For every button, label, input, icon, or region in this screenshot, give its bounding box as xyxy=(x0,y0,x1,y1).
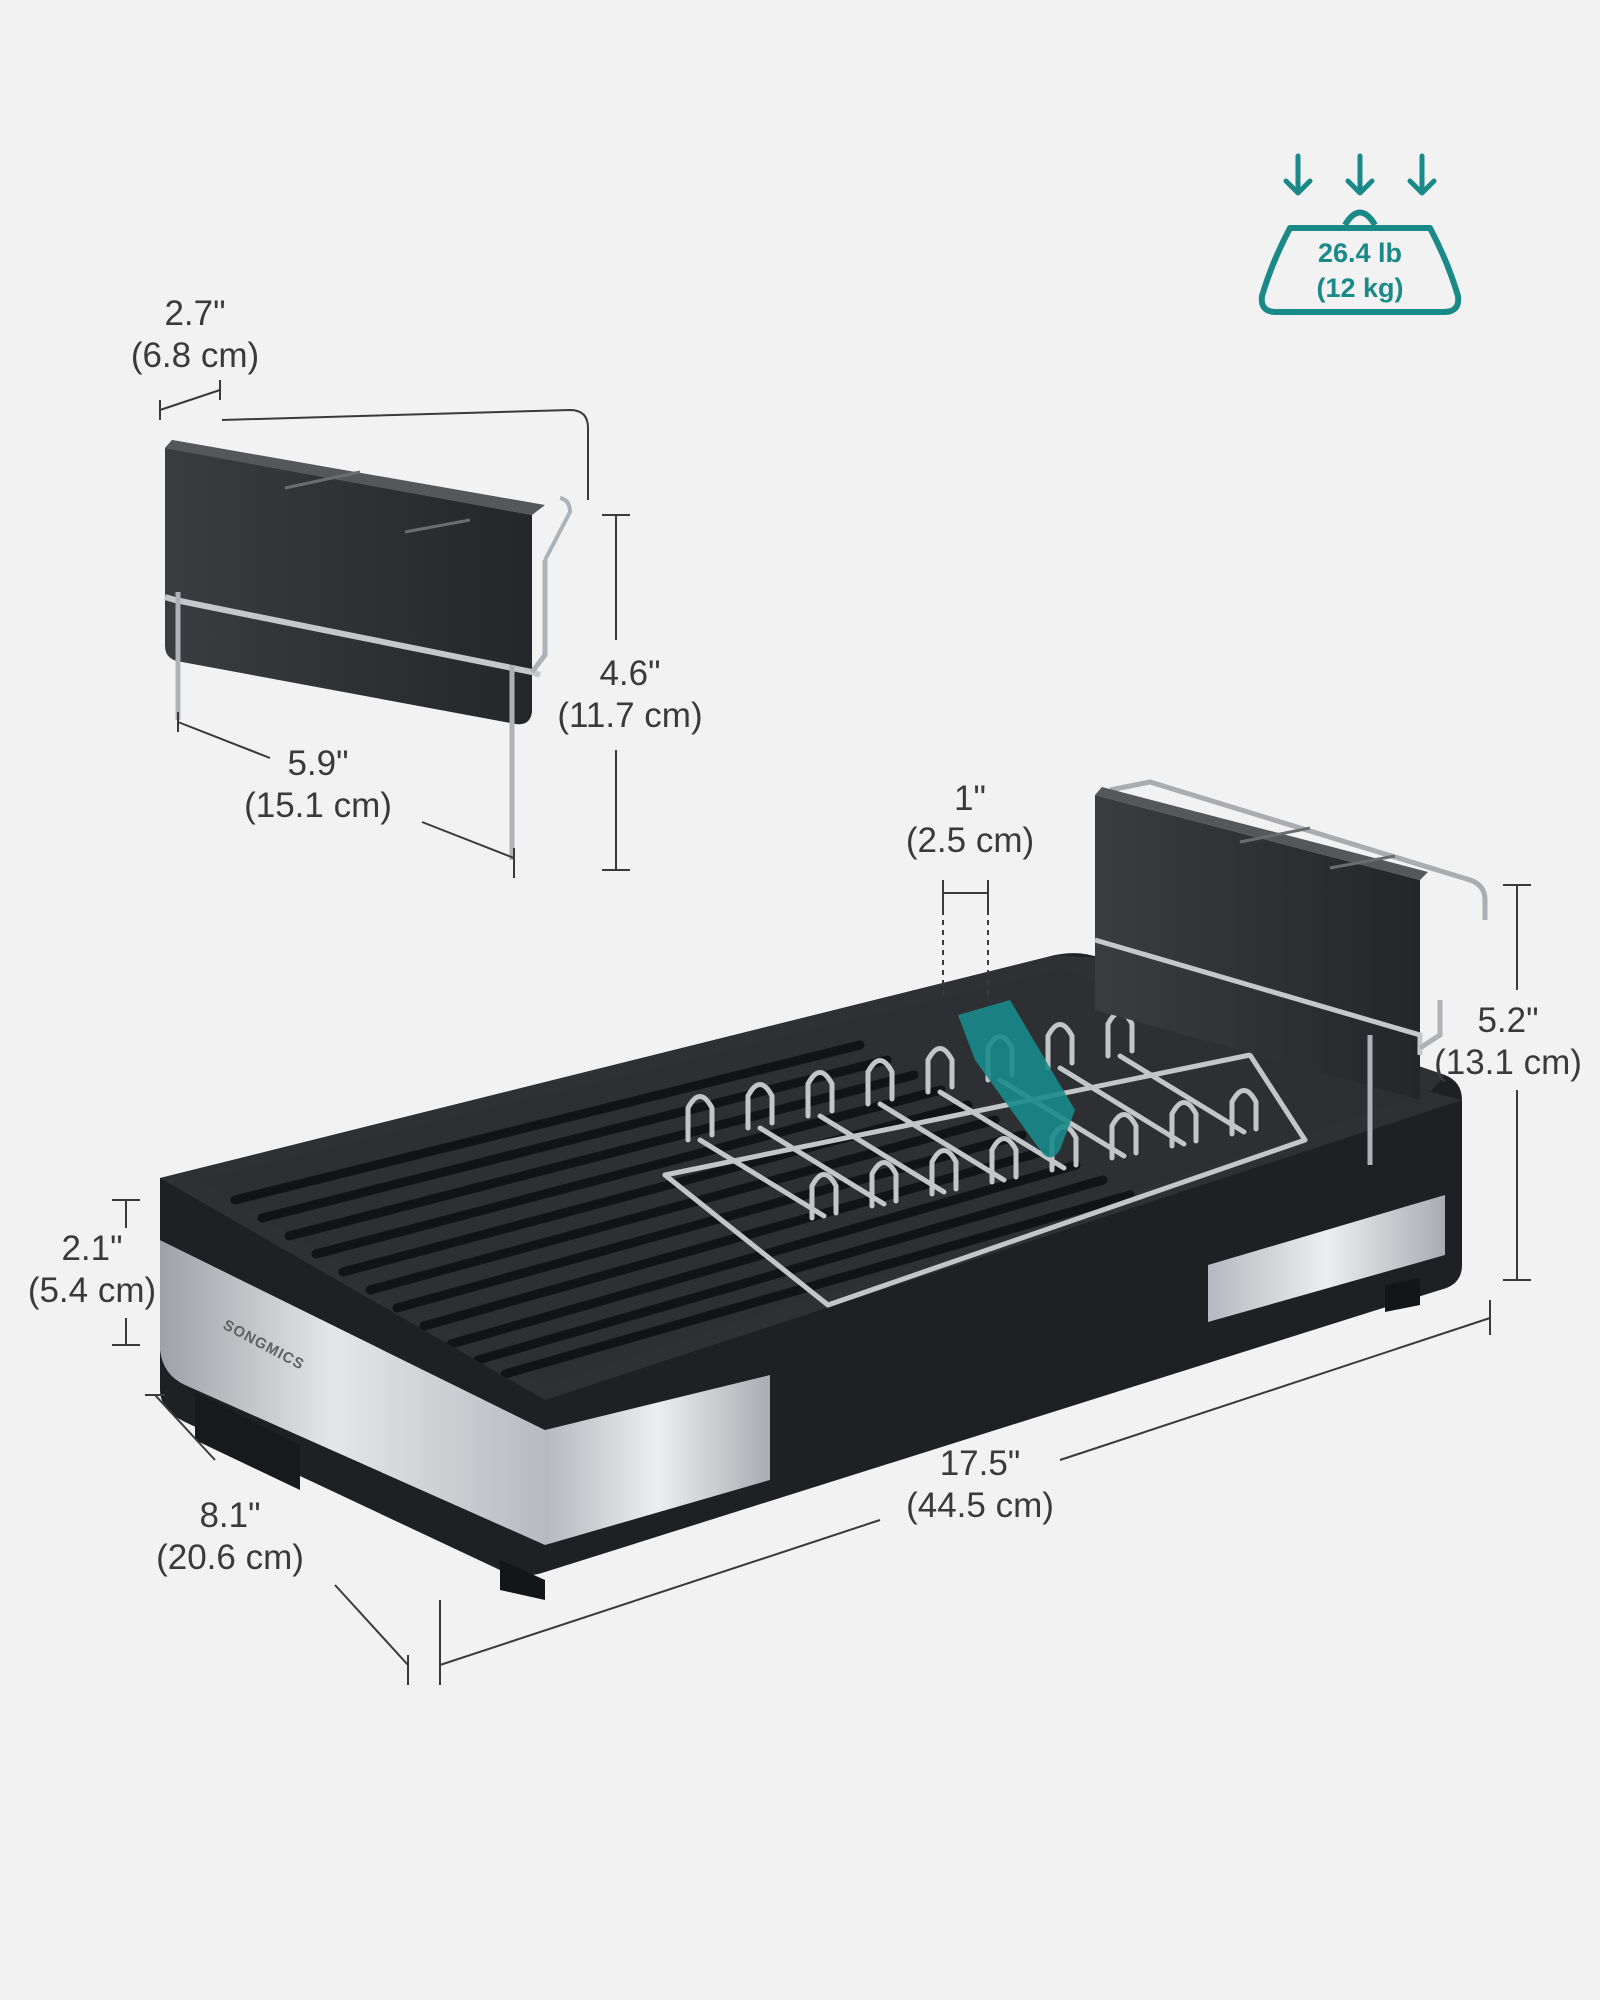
rack-height-metric: (13.1 cm) xyxy=(1434,1043,1582,1082)
drain-spout xyxy=(195,1392,300,1490)
rack-height-dimension: 5.2" (13.1 cm) xyxy=(1434,884,1582,1281)
weight-load-icon xyxy=(1258,209,1462,315)
slot-gap-metric: (2.5 cm) xyxy=(906,821,1034,860)
rack-length-dimension: 17.5" (44.5 cm) xyxy=(439,1300,1491,1685)
weight-capacity-badge: 26.4 lb (12 kg) xyxy=(1258,153,1462,315)
cutlery-caddy-mounted xyxy=(1094,779,1488,1165)
caddy-width-dimension: 5.9" (15.1 cm) xyxy=(177,712,515,878)
rack-depth-dimension: 8.1" (20.6 cm) xyxy=(145,1394,409,1685)
caddy-depth-metric: (6.8 cm) xyxy=(131,336,259,375)
caddy-depth-dimension: 2.7" (6.8 cm) xyxy=(131,294,259,420)
weight-imperial: 26.4 lb xyxy=(1318,238,1402,268)
front-steel-panel xyxy=(160,1240,545,1545)
caddy-height-dimension: 4.6" (11.7 cm) xyxy=(557,514,703,871)
rack-height-imperial: 5.2" xyxy=(1477,1001,1538,1040)
rack-length-imperial: 17.5" xyxy=(940,1444,1021,1483)
side-steel-panel xyxy=(545,1375,770,1545)
tray-height-metric: (5.4 cm) xyxy=(28,1271,156,1310)
slot-gap-dimension: 1" (2.5 cm) xyxy=(906,779,1034,1000)
tray-height-imperial: 2.1" xyxy=(61,1229,122,1268)
caddy-width-imperial: 5.9" xyxy=(287,744,348,783)
caddy-width-metric: (15.1 cm) xyxy=(244,786,392,825)
end-steel-panel xyxy=(1208,1195,1445,1322)
dish-rack: SONGMICS xyxy=(160,779,1488,1600)
caddy-height-metric: (11.7 cm) xyxy=(557,696,702,735)
rack-length-metric: (44.5 cm) xyxy=(906,1486,1054,1525)
rack-depth-imperial: 8.1" xyxy=(199,1496,260,1535)
weight-metric: (12 kg) xyxy=(1316,273,1403,303)
slot-gap-imperial: 1" xyxy=(954,779,986,818)
caddy-depth-imperial: 2.7" xyxy=(164,294,225,333)
rack-depth-metric: (20.6 cm) xyxy=(156,1538,304,1577)
tray-height-dimension: 2.1" (5.4 cm) xyxy=(28,1199,156,1346)
highlighted-slot xyxy=(958,1000,1075,1158)
down-arrows-icon xyxy=(1283,153,1437,196)
caddy-height-imperial: 4.6" xyxy=(599,654,660,693)
cutlery-caddy-standalone xyxy=(164,408,589,860)
